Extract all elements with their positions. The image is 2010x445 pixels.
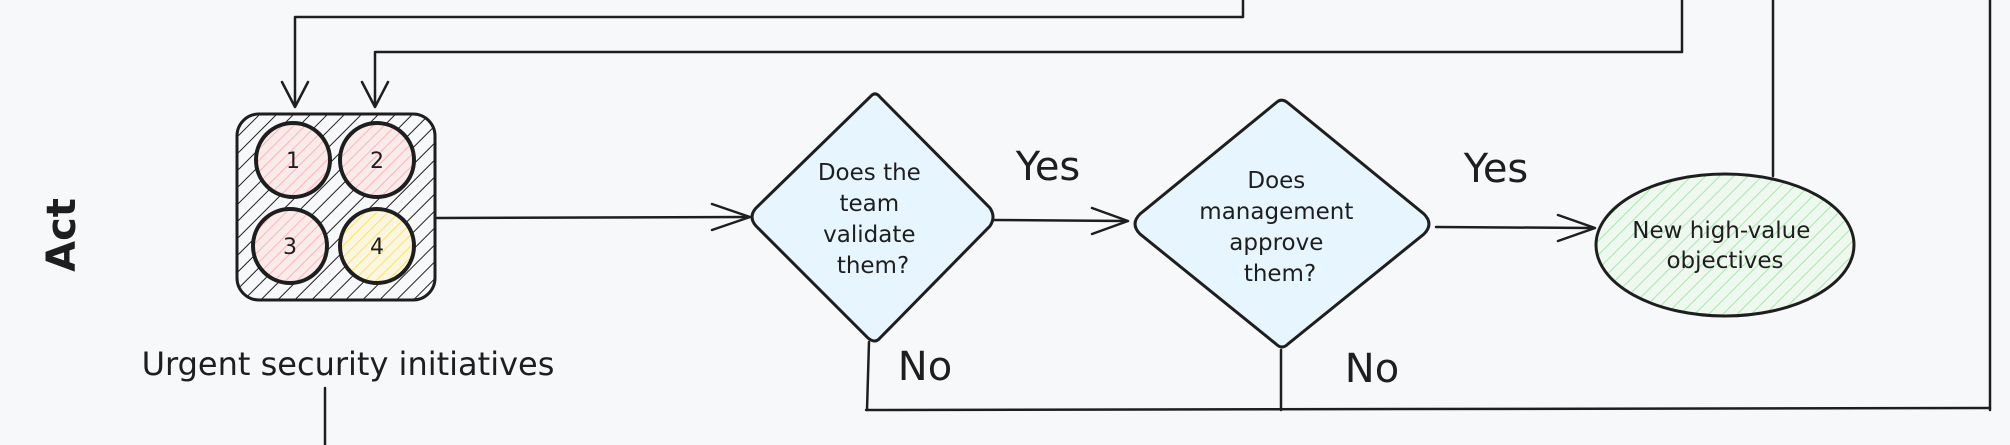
outcome-line: objectives: [1666, 248, 1783, 274]
decision-line: them?: [837, 253, 909, 279]
decision-line: approve: [1229, 230, 1323, 256]
connector-top-2: [360, 0, 1684, 109]
decision-text: Does management approve them?: [1199, 168, 1360, 287]
initiative-number: 4: [370, 235, 384, 260]
outcome-line: New high-value: [1632, 218, 1810, 244]
decision-line: Does the: [818, 160, 921, 186]
decision-team-validate[interactable]: Does the team validate them?: [750, 92, 995, 343]
decision-line: Does: [1247, 168, 1305, 194]
arrow-decision2-to-outcome: [1434, 213, 1597, 243]
connector-top-1: [280, 0, 1245, 109]
connector-right-vertical: [1771, 0, 1992, 412]
edge-label-yes-1: Yes: [1015, 144, 1081, 190]
edge-label-no-2: No: [1345, 346, 1399, 392]
decision-line: validate: [823, 222, 915, 248]
edge-label-yes-2: Yes: [1463, 146, 1529, 192]
initiatives-grid[interactable]: 1 2 3 4: [235, 112, 437, 302]
initiative-number: 1: [286, 149, 300, 174]
decision-management-approve[interactable]: Does management approve them?: [1133, 98, 1431, 349]
initiative-number: 2: [370, 149, 384, 174]
no-branch-connector: [864, 340, 1992, 412]
decision-line: team: [840, 191, 900, 217]
initiative-circle-2[interactable]: 2: [338, 121, 416, 199]
outcome-text: New high-value objectives: [1632, 218, 1817, 274]
initiative-number: 3: [283, 235, 297, 260]
lane-label: Act: [39, 198, 85, 272]
arrow-decision1-to-decision2: [991, 206, 1130, 236]
decision-text: Does the team validate them?: [818, 160, 928, 279]
initiative-circle-4[interactable]: 4: [338, 207, 416, 285]
initiative-circle-1[interactable]: 1: [254, 121, 332, 199]
edge-label-no-1: No: [898, 344, 952, 390]
grid-caption: Urgent security initiatives: [142, 345, 555, 383]
decision-line: them?: [1244, 261, 1316, 287]
decision-line: management: [1199, 199, 1353, 225]
initiative-circle-3[interactable]: 3: [251, 207, 329, 285]
outcome-new-objectives[interactable]: New high-value objectives: [1594, 172, 1856, 318]
arrow-grid-to-decision1: [435, 202, 752, 232]
